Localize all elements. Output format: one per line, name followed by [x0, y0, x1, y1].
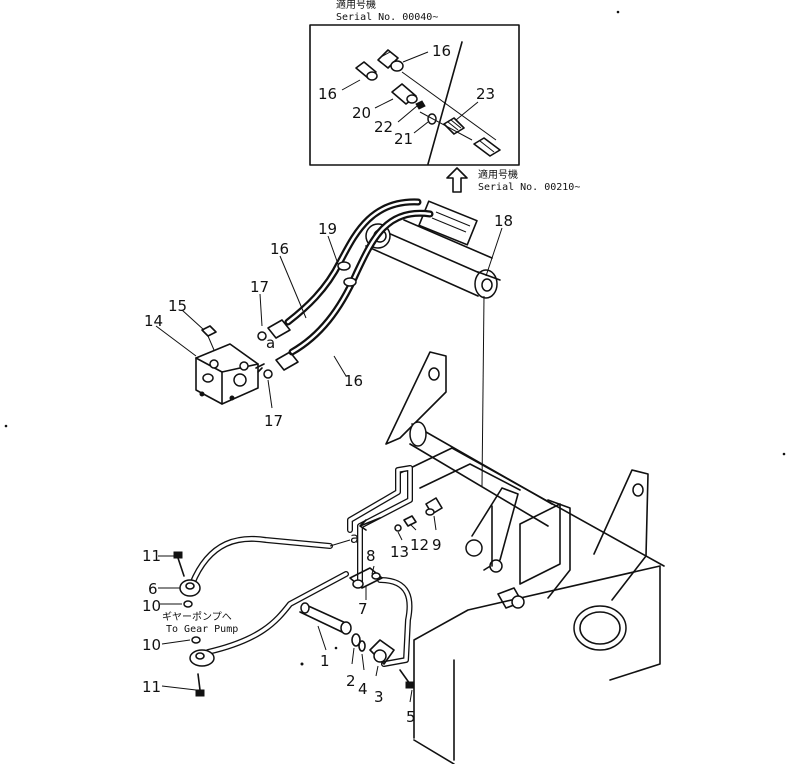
view-arrow-a-pipe [359, 517, 381, 531]
hose-16-upper [284, 198, 422, 326]
pipe-6-line [189, 535, 351, 587]
inset-arrow [446, 167, 468, 193]
flange-3 [369, 639, 395, 665]
flange-gear-pump [189, 649, 215, 667]
part-label-3: 3 [374, 688, 384, 706]
part-label-20: 20 [352, 104, 371, 122]
part-label-16-upper: 16 [270, 240, 289, 258]
part-label-1: 1 [320, 652, 330, 670]
hose-clamp-19 [337, 261, 357, 287]
part-label-6: 6 [148, 580, 158, 598]
gear-pump-note-jp: ギヤーポンプへ [162, 611, 232, 623]
part-label-5: 5 [406, 708, 416, 726]
part-label-4: 4 [358, 680, 368, 698]
part-label-2: 2 [346, 672, 356, 690]
part-label-14: 14 [144, 312, 163, 330]
bolt-5 [399, 669, 415, 689]
tube-1 [299, 602, 352, 635]
part-label-10-bottom: 10 [142, 636, 161, 654]
inset-fitting-23 [443, 117, 465, 135]
part-label-18: 18 [494, 212, 513, 230]
scan-specks [4, 10, 786, 666]
main-applicable-label: 適用号機 [478, 168, 518, 181]
part-label-9: 9 [432, 536, 442, 554]
inset-frame [309, 24, 520, 166]
oring-10-lower [191, 636, 201, 644]
part-label-8: 8 [366, 547, 376, 565]
fitting-12 [403, 515, 417, 527]
part-label-13: 13 [390, 543, 409, 561]
inset-applicable-label: 適用号機 [336, 0, 376, 11]
part-label-23: 23 [476, 85, 495, 103]
view-arrow-a-valve [255, 363, 265, 373]
part-label-10-top: 10 [142, 597, 161, 615]
machine-frame [385, 295, 665, 764]
hose-fitting-upper [257, 319, 291, 341]
part-label-17-bottom: 17 [264, 412, 283, 430]
bolt-11-lower [195, 673, 205, 697]
flange-6 [179, 579, 201, 597]
control-valve-14 [195, 343, 259, 405]
inset-seal-22 [415, 100, 426, 110]
part-label-21: 21 [394, 130, 413, 148]
bolt-15 [201, 325, 217, 351]
main-serial-label: Serial No. 00210~ [478, 182, 580, 193]
hose-16-lower [288, 209, 434, 356]
part-label-11-top: 11 [142, 547, 161, 565]
part-label-22: 22 [374, 118, 393, 136]
fitting-9 [425, 497, 443, 516]
view-marker-a-top: a [266, 334, 275, 352]
inset-fitting-20 [391, 83, 418, 105]
view-marker-a-bottom: a [350, 529, 359, 547]
part-label-11-bottom: 11 [142, 678, 161, 696]
part-label-7: 7 [358, 600, 368, 618]
gear-pump-note-en: To Gear Pump [166, 624, 238, 635]
part-label-12: 12 [410, 536, 429, 554]
inset-serial-label: Serial No. 00040~ [336, 12, 438, 23]
bolt-11-upper [173, 551, 185, 577]
pipe-to-flange-3 [377, 577, 413, 667]
pipe-return-line [347, 465, 413, 587]
pipe-gear-pump-line [205, 571, 349, 655]
inset-fitting-16-upper [377, 49, 404, 72]
part-label-17-top: 17 [250, 278, 269, 296]
serial-inset: 適用号機 Serial No. 00040~ [309, 0, 520, 166]
inset-hose-end [473, 137, 501, 157]
ring-4 [358, 640, 366, 652]
part-label-16-inset-a: 16 [432, 42, 451, 60]
part-label-16-inset-b: 16 [318, 85, 337, 103]
part-label-16-lower: 16 [344, 372, 363, 390]
part-label-15: 15 [168, 297, 187, 315]
oring-10-upper [183, 600, 193, 608]
fitting-7 [349, 567, 383, 589]
oring-13 [394, 524, 402, 532]
inset-fitting-16-lower [355, 61, 378, 81]
hose-fitting-lower [263, 351, 299, 379]
oring-2 [351, 633, 361, 647]
part-label-19: 19 [318, 220, 337, 238]
